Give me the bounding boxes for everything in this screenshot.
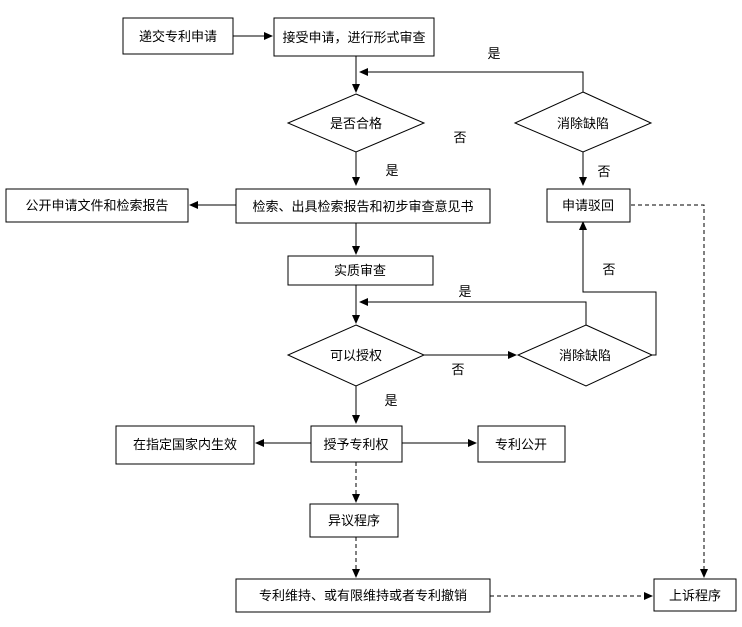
text-fix-defects-2: 消除缺陷 [559, 349, 611, 364]
node-substantive-review [287, 255, 434, 286]
node-appeal [653, 578, 737, 612]
label-no-qualified: 否 [453, 131, 466, 146]
text-grant-patent: 授予专利权 [323, 437, 388, 453]
text-publish-docs: 公开申请文件和检索报告 [25, 199, 168, 214]
label-no-reject-side: 否 [602, 263, 615, 278]
label-yes-qualified: 是 [385, 164, 398, 179]
text-fix-defects-1: 消除缺陷 [557, 117, 609, 132]
node-fix-defects-1 [513, 91, 653, 153]
edge-fix2-reject [579, 221, 657, 356]
node-opposition [309, 503, 399, 538]
node-qualified [286, 93, 426, 153]
text-can-grant: 可以授权 [330, 348, 382, 364]
node-grant-patent [310, 425, 403, 463]
text-qualified: 是否合格 [330, 116, 382, 132]
node-formal-review [273, 17, 435, 57]
edge-fix1-back [359, 68, 584, 92]
text-formal-review: 接受申请，进行形式审查 [282, 30, 425, 46]
text-appeal: 上诉程序 [669, 589, 721, 604]
node-publish-docs [5, 188, 189, 223]
text-search-report: 检索、出具检索报告和初步审查意见书 [252, 199, 473, 215]
text-maintain-revoke: 专利维持、或有限维持或者专利撤销 [259, 588, 467, 604]
text-patent-public: 专利公开 [495, 438, 547, 453]
label-yes-mid: 是 [458, 285, 471, 300]
text-submit: 递交专利申请 [139, 29, 217, 45]
edge-fix2-back [359, 298, 587, 325]
label-no-grant: 否 [451, 363, 464, 378]
node-submit [122, 17, 234, 55]
node-reject [546, 188, 631, 223]
text-substantive-review: 实质审查 [334, 264, 386, 279]
node-fix-defects-2 [516, 324, 654, 387]
label-no-fix1: 否 [597, 165, 610, 180]
text-opposition: 异议程序 [328, 514, 380, 529]
node-maintain-revoke [235, 578, 491, 613]
node-search-report [235, 188, 491, 224]
node-can-grant [286, 324, 426, 387]
text-reject: 申请驳回 [562, 199, 614, 214]
node-effective-designated [115, 425, 255, 465]
edge-reject-appeal [631, 204, 708, 578]
node-patent-public [477, 425, 566, 463]
text-effective-designated: 在指定国家内生效 [133, 437, 237, 453]
label-yes-grant: 是 [384, 394, 397, 409]
label-yes-top: 是 [487, 47, 500, 62]
